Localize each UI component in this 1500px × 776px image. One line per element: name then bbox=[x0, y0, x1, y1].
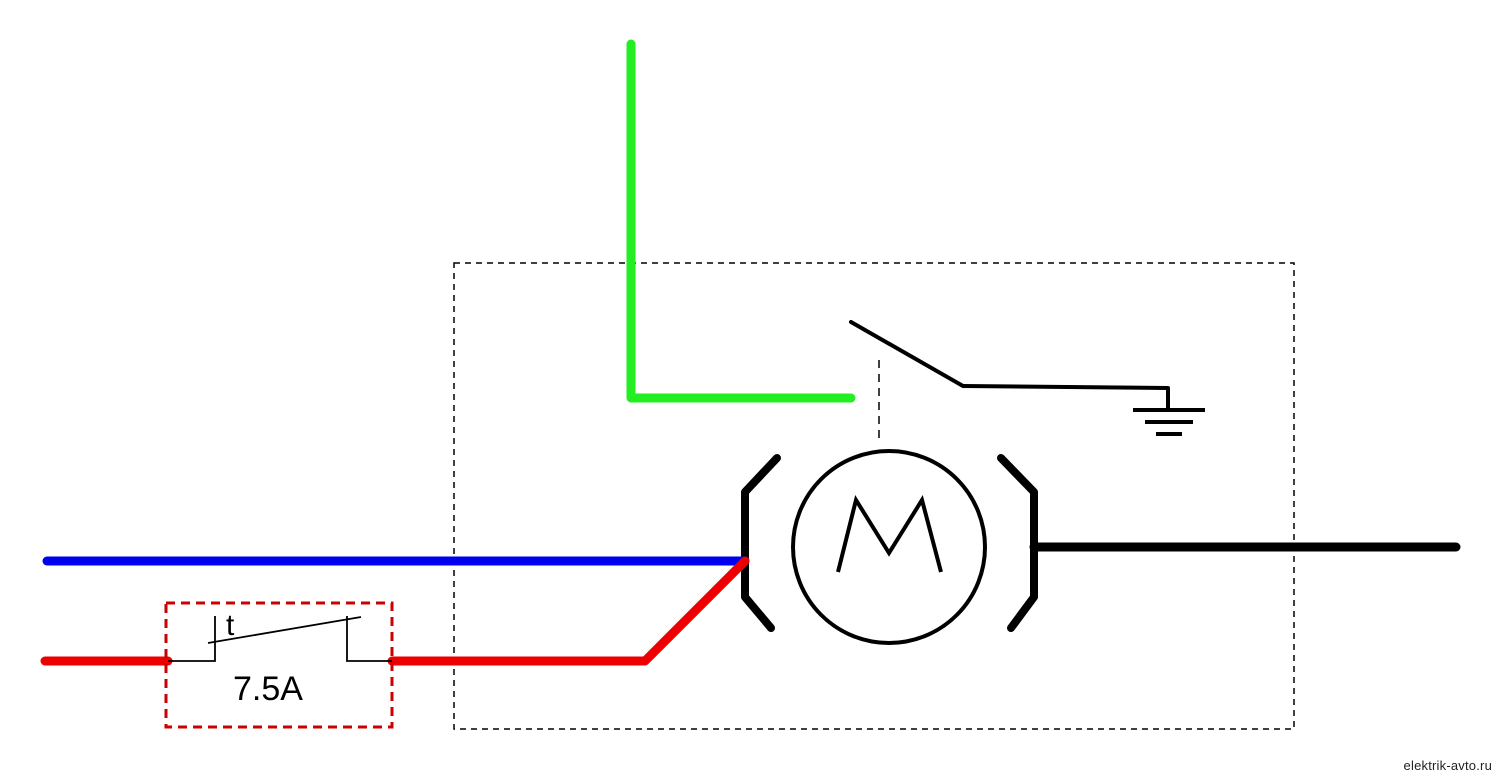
watermark: elektrik-avto.ru bbox=[1403, 758, 1492, 773]
ground-icon bbox=[1133, 408, 1205, 436]
thermal-label: t bbox=[226, 609, 235, 642]
fuse-breaker: t 7.5A bbox=[164, 601, 394, 729]
motor-housing-boundary bbox=[453, 262, 1295, 730]
fuse-boundary bbox=[164, 601, 394, 729]
switch-contact bbox=[849, 320, 965, 388]
motor-symbol bbox=[791, 449, 987, 645]
green-wire bbox=[626, 39, 856, 403]
fuse-bimetal-strip bbox=[207, 616, 362, 644]
red-wire-output bbox=[387, 556, 750, 666]
motor-bracket-right bbox=[997, 454, 1038, 632]
motor-m-glyph bbox=[836, 494, 943, 573]
ground-wire bbox=[962, 384, 1170, 410]
motor-bracket-left bbox=[741, 454, 781, 632]
fuse-contact-right bbox=[346, 616, 392, 662]
fuse-rating-label: 7.5A bbox=[233, 670, 303, 708]
fuse-contact-left bbox=[168, 616, 216, 662]
